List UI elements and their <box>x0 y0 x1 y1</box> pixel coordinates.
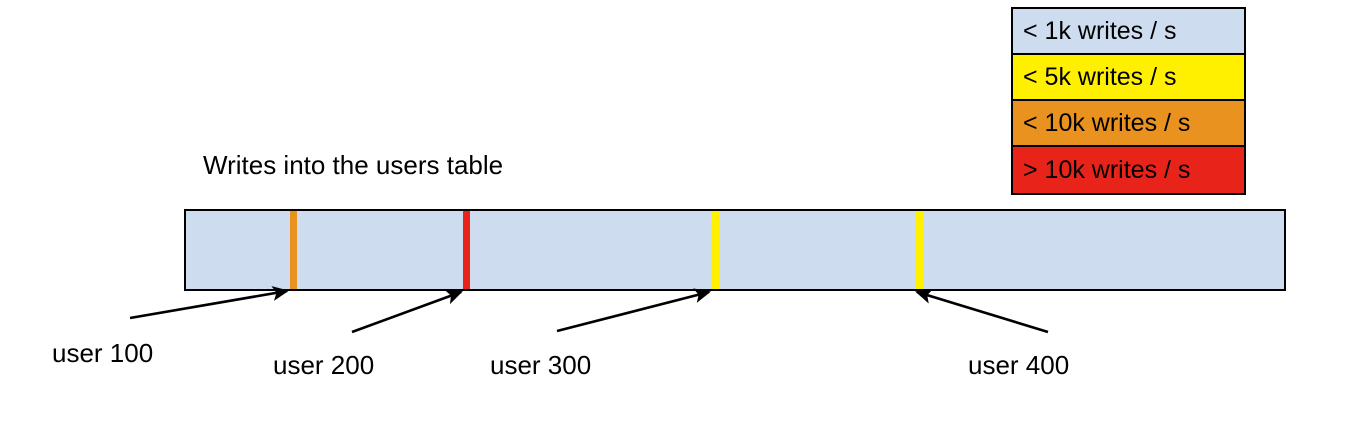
arrow-user-300 <box>556 288 712 333</box>
callout-label-user-300: user 300 <box>490 350 592 380</box>
legend: < 1k writes / s < 5k writes / s < 10k wr… <box>1011 7 1246 195</box>
legend-label-under-5k: < 5k writes / s <box>1023 62 1177 91</box>
legend-row-under-10k: < 10k writes / s <box>1013 101 1244 147</box>
partition-marker-user-300 <box>712 211 719 289</box>
partition-marker-user-400 <box>916 211 923 289</box>
legend-row-under-1k: < 1k writes / s <box>1013 9 1244 55</box>
callout-label-user-100: user 100 <box>52 338 154 368</box>
chart-title: Writes into the users table <box>203 150 504 180</box>
arrow-user-200 <box>351 289 463 334</box>
legend-label-under-1k: < 1k writes / s <box>1023 16 1177 45</box>
legend-label-under-10k: < 10k writes / s <box>1023 108 1191 137</box>
legend-row-over-10k: > 10k writes / s <box>1013 147 1244 193</box>
callout-label-user-200: user 200 <box>273 350 375 380</box>
partition-marker-user-200 <box>463 211 470 289</box>
legend-row-under-5k: < 5k writes / s <box>1013 55 1244 101</box>
callout-label-user-400: user 400 <box>968 350 1070 380</box>
arrow-user-100 <box>129 286 290 320</box>
legend-label-over-10k: > 10k writes / s <box>1023 155 1191 184</box>
arrow-user-400 <box>915 289 1049 334</box>
partition-marker-user-100 <box>290 211 297 289</box>
users-table-bar <box>184 209 1286 291</box>
